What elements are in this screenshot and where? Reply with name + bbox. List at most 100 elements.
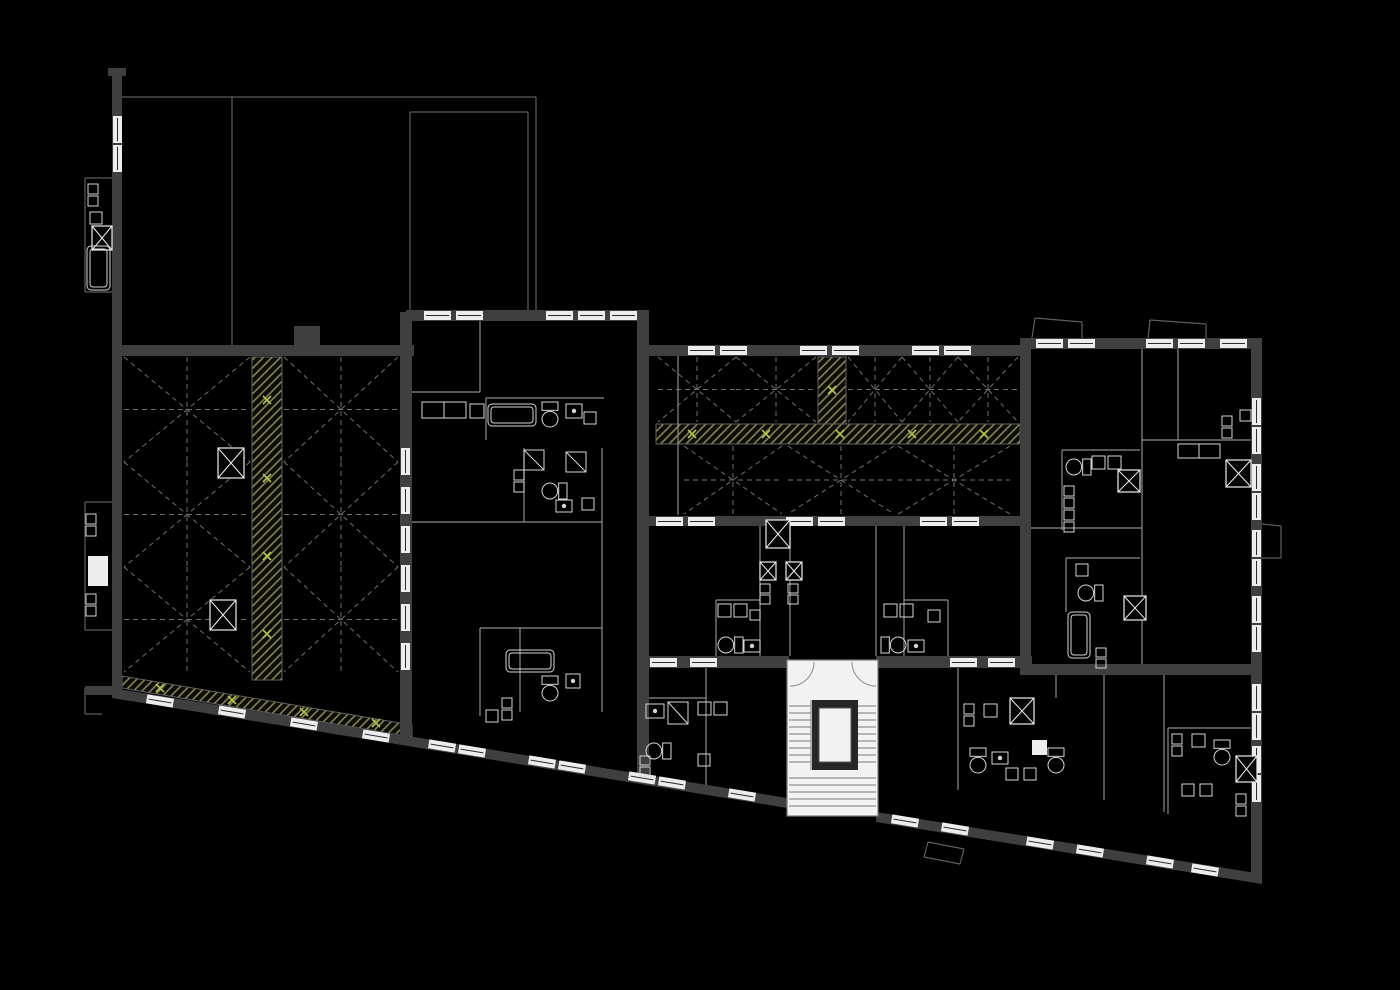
- window: [1252, 684, 1261, 711]
- outline-line: [923, 841, 929, 858]
- shaft-x: [785, 561, 803, 581]
- fixture-box2: [639, 755, 651, 777]
- toilet-tank: [662, 742, 672, 760]
- wall-segment: [1030, 338, 1253, 349]
- window: [657, 776, 687, 790]
- sink-basin: [645, 703, 665, 719]
- toilet-bowl: [541, 410, 559, 428]
- window: [1252, 596, 1261, 623]
- window-glass: [560, 764, 584, 770]
- shaft-x: [1009, 697, 1035, 725]
- fixture-toilet: [717, 636, 744, 654]
- fixture-counter: [421, 401, 467, 419]
- parking-cell: [735, 356, 817, 423]
- parking-cell: [847, 356, 903, 423]
- fixture-tub: [487, 403, 537, 427]
- shaft-box: [1009, 697, 1035, 725]
- fixture-box: [89, 211, 103, 225]
- wall-segment: [112, 68, 122, 698]
- fixture-box: [983, 703, 998, 718]
- shaft-x: [1225, 459, 1252, 488]
- door-swing: [789, 661, 815, 687]
- fixture-box: [581, 497, 595, 511]
- fixture-box: [733, 603, 748, 618]
- vent-box: [1235, 793, 1247, 805]
- shaft-box: [209, 599, 237, 631]
- corridor-marker: [262, 395, 272, 405]
- cell-diagonal: [787, 445, 895, 515]
- vent-box: [1063, 497, 1075, 509]
- window: [1252, 427, 1261, 454]
- window: [361, 729, 391, 743]
- corridor-marker: [262, 473, 272, 483]
- vent-box: [639, 755, 651, 766]
- window-glass: [220, 709, 244, 715]
- window-glass: [893, 818, 917, 824]
- fixture-toilet: [541, 401, 559, 428]
- window: [145, 694, 175, 708]
- vent-box: [1095, 658, 1107, 669]
- window: [113, 145, 122, 172]
- fixture-counter: [1177, 443, 1221, 459]
- window: [1190, 863, 1220, 877]
- outline-line: [1147, 319, 1151, 339]
- layer-xcells: [123, 356, 1019, 673]
- window: [950, 658, 977, 667]
- shaft-box: [785, 561, 803, 581]
- fixture-box: [485, 709, 499, 723]
- fixture-toilet: [1077, 584, 1104, 602]
- appliance-box: [733, 603, 748, 618]
- tub-inner: [1070, 614, 1088, 656]
- wall-segment: [1020, 345, 1031, 675]
- sink-drain: [561, 503, 567, 509]
- window-glass: [660, 780, 684, 786]
- window: [1178, 339, 1205, 348]
- toilet-bowl: [717, 636, 735, 654]
- tub-outer: [86, 245, 111, 291]
- appliance-box: [1107, 455, 1122, 470]
- window: [1252, 713, 1261, 740]
- fixture-box2: [1063, 509, 1075, 533]
- corridor-marker: [262, 551, 272, 561]
- window: [401, 526, 410, 553]
- appliance-box: [1075, 563, 1089, 577]
- cell-diagonal: [735, 356, 817, 423]
- window: [656, 517, 683, 526]
- window: [690, 658, 717, 667]
- window: [988, 658, 1015, 667]
- window: [952, 517, 979, 526]
- fixture-toilet: [969, 747, 987, 774]
- vent-box: [1235, 805, 1247, 817]
- cell-diagonal: [787, 445, 895, 515]
- corridor-marker: [227, 695, 237, 705]
- vent-box: [639, 766, 651, 777]
- fixture-box2: [787, 583, 799, 605]
- appliance-box: [697, 753, 711, 767]
- fixture-toilet: [1047, 747, 1065, 774]
- fixture-box: [717, 603, 732, 618]
- tub-inner: [508, 652, 552, 670]
- outline-line: [1149, 319, 1207, 325]
- window: [217, 705, 247, 719]
- shaft-box: [759, 561, 777, 581]
- fixture-boxd: [523, 449, 545, 471]
- window-glass: [460, 748, 484, 754]
- window: [920, 517, 947, 526]
- window: [578, 311, 605, 320]
- window: [546, 311, 573, 320]
- vent-box: [1063, 509, 1075, 521]
- sink-basin: [565, 403, 583, 419]
- wall-segment: [108, 68, 126, 76]
- tub-inner: [89, 248, 108, 288]
- appliance-box: [717, 603, 732, 618]
- window: [1252, 625, 1261, 652]
- window-glass: [630, 775, 654, 781]
- wall-segment: [1030, 664, 1252, 675]
- fixture-box2: [1171, 733, 1183, 757]
- toilet-tank: [880, 636, 890, 654]
- fixture-box: [1091, 455, 1106, 470]
- fixture-sink: [743, 639, 761, 653]
- fixture-box: [1239, 409, 1252, 422]
- vent-box: [87, 183, 99, 195]
